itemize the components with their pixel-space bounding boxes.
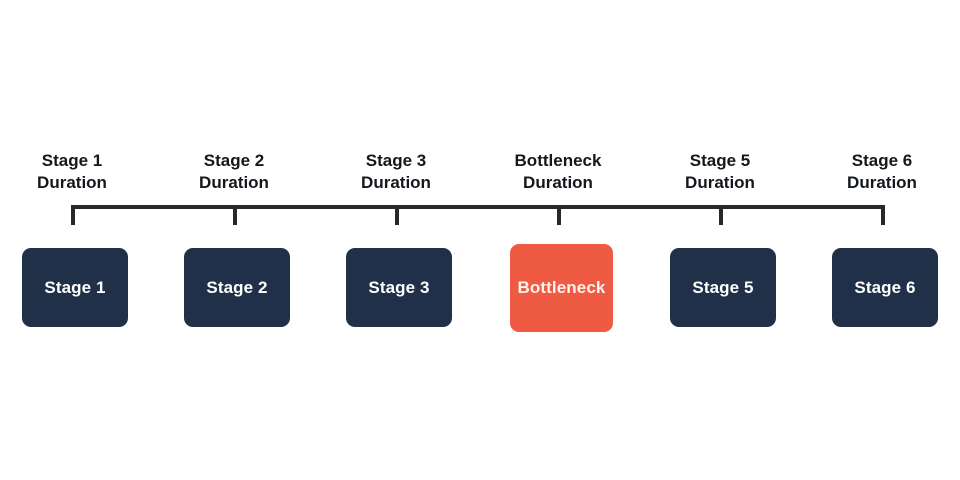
duration-label-stage-6: Stage 6 Duration: [802, 150, 960, 194]
stage-box-label: Bottleneck: [517, 278, 606, 297]
duration-label-line2: Duration: [37, 173, 107, 192]
duration-label-stage-3: Stage 3 Duration: [316, 150, 476, 194]
duration-label-line1: Stage 2: [203, 151, 265, 170]
timeline-tick-stage-5: [719, 205, 723, 225]
stage-box-label: Stage 6: [854, 277, 916, 297]
stage-box-bottleneck[interactable]: Bottleneck: [510, 244, 613, 332]
stage-box-stage-3[interactable]: Stage 3: [346, 248, 452, 327]
stage-box-stage-5[interactable]: Stage 5: [670, 248, 776, 327]
stage-box-stage-2[interactable]: Stage 2: [184, 248, 290, 327]
duration-label-line2: Duration: [847, 173, 917, 192]
duration-label-line2: Duration: [199, 173, 269, 192]
timeline-tick-stage-1: [71, 205, 75, 225]
stage-box-stage-1[interactable]: Stage 1: [22, 248, 128, 327]
duration-label-stage-5: Stage 5 Duration: [640, 150, 800, 194]
duration-label-line1: Stage 5: [689, 151, 751, 170]
timeline-tick-stage-3: [395, 205, 399, 225]
timeline-tick-stage-2: [233, 205, 237, 225]
duration-label-line2: Duration: [361, 173, 431, 192]
timeline-horizontal-line: [72, 205, 883, 209]
timeline-tick-stage-6: [881, 205, 885, 225]
duration-label-line1: Bottleneck: [514, 151, 602, 170]
duration-label-line2: Duration: [685, 173, 755, 192]
duration-label-line2: Duration: [523, 173, 593, 192]
duration-label-line1: Stage 1: [41, 151, 103, 170]
duration-label-stage-2: Stage 2 Duration: [154, 150, 314, 194]
stage-box-label: Stage 1: [44, 277, 106, 297]
duration-label-stage-1: Stage 1 Duration: [0, 150, 152, 194]
stage-box-label: Stage 3: [368, 277, 430, 297]
stage-box-label: Stage 5: [692, 277, 754, 297]
stage-box-label: Stage 2: [206, 277, 268, 297]
duration-label-line1: Stage 6: [851, 151, 913, 170]
stage-box-stage-6[interactable]: Stage 6: [832, 248, 938, 327]
duration-label-line1: Stage 3: [365, 151, 427, 170]
timeline-tick-bottleneck: [557, 205, 561, 225]
